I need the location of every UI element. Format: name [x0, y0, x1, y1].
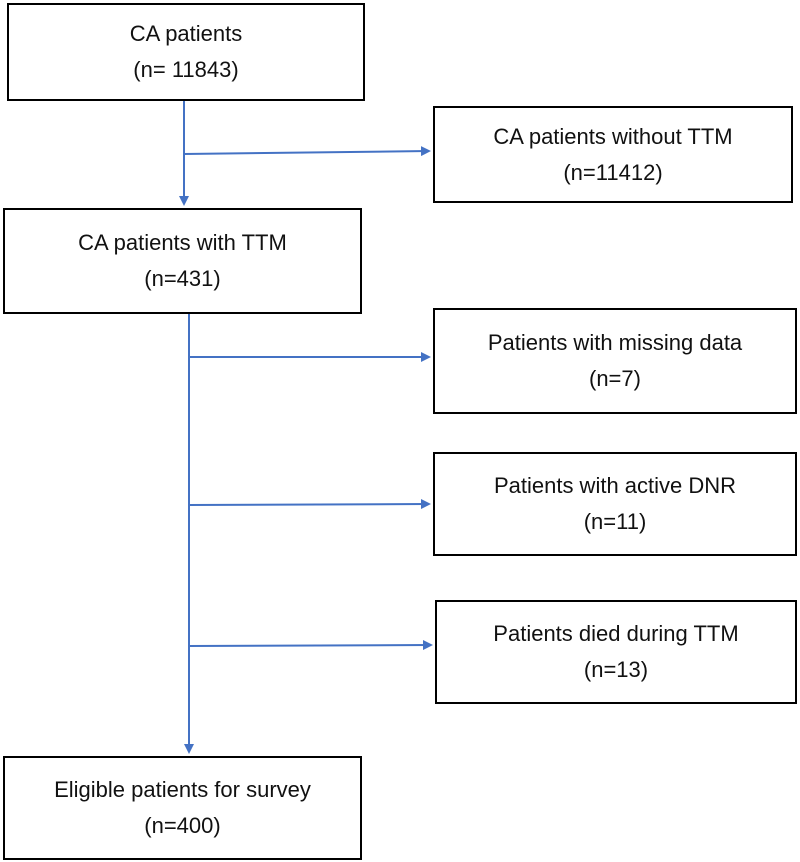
box-count: (n=431)	[144, 266, 221, 291]
box-count: (n=11412)	[563, 159, 663, 185]
box-count: (n=11)	[583, 509, 647, 534]
branch-arrow-without-ttm	[183, 146, 431, 157]
box-count: (n=13)	[583, 657, 649, 682]
box-title: CA patients without TTM	[493, 123, 733, 149]
box-title: Patients with missing data	[487, 330, 743, 355]
box-count: (n=7)	[589, 366, 641, 391]
branch-arrow-died-ttm	[188, 640, 433, 651]
box-died-during-ttm: Patients died during TTM (n=13)	[435, 600, 797, 704]
box-ca-patients: CA patients (n= 11843)	[7, 3, 365, 101]
box-missing-data: Patients with missing data (n=7)	[433, 308, 797, 414]
box-active-dnr: Patients with active DNR (n=11)	[433, 452, 797, 556]
box-title: Eligible patients for survey	[54, 777, 311, 802]
box-title: Patients with active DNR	[493, 473, 737, 498]
box-title: CA patients with TTM	[78, 230, 287, 255]
branch-arrow-active-dnr	[188, 499, 431, 510]
box-ca-patients-without-ttm: CA patients without TTM (n=11412)	[433, 106, 793, 203]
box-title: CA patients	[129, 21, 243, 46]
box-title: Patients died during TTM	[493, 621, 739, 646]
box-ca-patients-with-ttm: CA patients with TTM (n=431)	[3, 208, 362, 314]
box-count: (n= 11843)	[133, 57, 239, 82]
box-count: (n=400)	[144, 813, 221, 838]
box-eligible-patients: Eligible patients for survey (n=400)	[3, 756, 362, 860]
